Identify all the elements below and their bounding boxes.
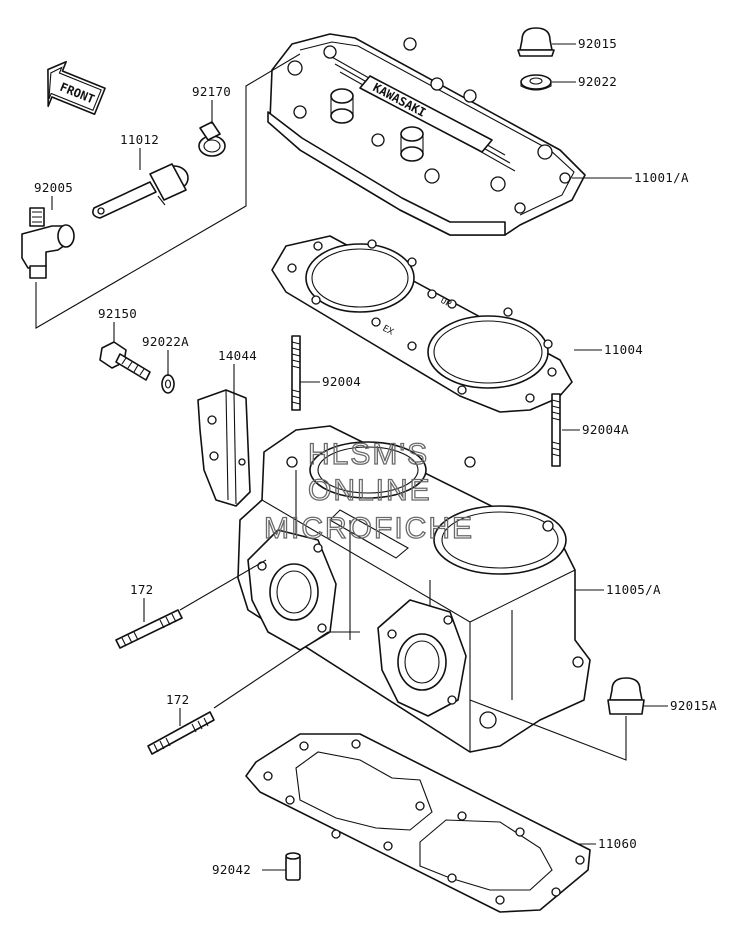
label-92004: 92004 [322, 374, 361, 389]
label-92022A: 92022A [142, 334, 189, 349]
base-gasket-11060 [245, 733, 591, 913]
stud-172-upper [115, 609, 183, 649]
head-gasket-11004: UP EX [271, 235, 573, 413]
leader-lines [51, 43, 668, 871]
front-arrow-icon: FRONT [47, 60, 106, 116]
washer-92022A [161, 374, 175, 394]
label-11001A: 11001/A [634, 170, 689, 185]
dowel-pin-92042 [285, 852, 301, 881]
label-92015: 92015 [578, 36, 617, 51]
cap-nut-92015 [517, 27, 555, 57]
watermark: HLSM'S ONLINE MICROFICHE [263, 437, 474, 545]
washer-92022 [520, 74, 552, 91]
label-92170: 92170 [192, 84, 231, 99]
bracket-14044 [197, 389, 251, 507]
stud-92004 [291, 335, 301, 411]
label-92015A: 92015A [670, 698, 717, 713]
label-11012: 11012 [120, 132, 159, 147]
hose-leader-line [35, 53, 301, 329]
cylinder-head: KAWASAKI [267, 33, 586, 236]
label-92042: 92042 [212, 862, 251, 877]
label-172-lower: 172 [166, 692, 189, 707]
label-172-upper: 172 [130, 582, 153, 597]
label-92022: 92022 [578, 74, 617, 89]
stud-172-lower [147, 711, 215, 755]
hose-fitting-11012 [92, 163, 189, 219]
part-labels: 92015 92022 11001/A 92170 11012 92005 11… [34, 36, 717, 877]
label-14044: 14044 [218, 348, 257, 363]
label-92005: 92005 [34, 180, 73, 195]
label-11060: 11060 [598, 836, 637, 851]
cylinder-block [237, 425, 591, 753]
gasket-mark-ex: EX [381, 324, 396, 338]
label-92004A: 92004A [582, 422, 629, 437]
label-11005A: 11005/A [606, 582, 661, 597]
label-11004: 11004 [604, 342, 643, 357]
stud-92004A [551, 393, 561, 467]
gasket-mark-up: UP [439, 296, 454, 310]
watermark-line-1: HLSM'S [308, 438, 429, 471]
watermark-line-2: ONLINE [308, 474, 432, 507]
label-92150: 92150 [98, 306, 137, 321]
hose-clamp-92170 [198, 121, 226, 157]
bolt-92150 [99, 341, 151, 381]
cap-nut-92015A [607, 677, 645, 715]
watermark-line-3: MICROFICHE [264, 512, 474, 545]
elbow-fitting-92005 [21, 207, 75, 279]
